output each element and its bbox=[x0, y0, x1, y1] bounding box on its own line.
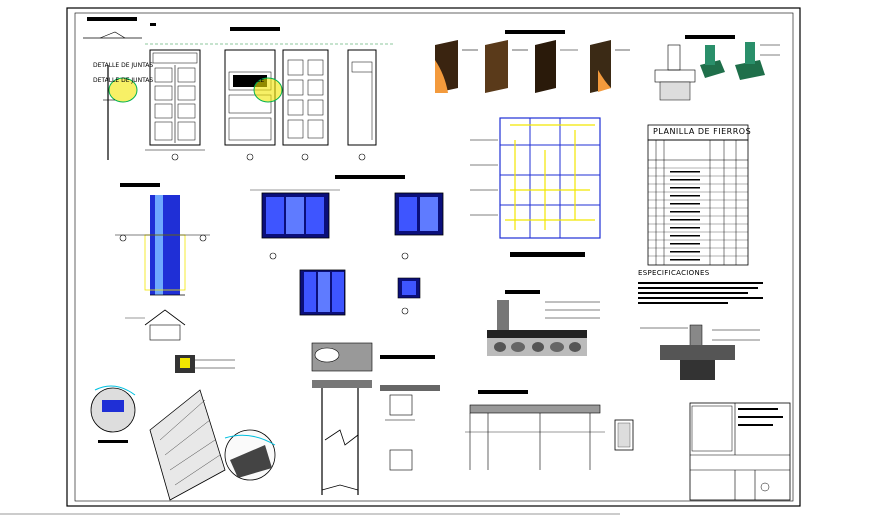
door-elevations-title bbox=[230, 27, 280, 31]
wall-footing-detail bbox=[640, 324, 760, 380]
wall-finish-samples bbox=[435, 30, 630, 93]
window-elevations bbox=[250, 175, 444, 316]
detalle-label: DETALLE bbox=[238, 77, 265, 84]
column-detail-blue bbox=[115, 183, 210, 296]
door-section-title-bar bbox=[87, 17, 137, 21]
structural-plan bbox=[470, 117, 601, 257]
door-elevations bbox=[83, 17, 395, 161]
wall-section bbox=[311, 342, 440, 495]
specifications-text-block bbox=[638, 282, 763, 304]
door-1 bbox=[149, 49, 201, 146]
beam-detail bbox=[465, 390, 634, 470]
door-3 bbox=[282, 49, 329, 146]
floor-layers-detail bbox=[487, 290, 600, 356]
sheet-border bbox=[66, 7, 801, 507]
detalle-de-juntas-label-1: DETALLE DE JUNTAS bbox=[93, 62, 154, 69]
rebar-schedule-table bbox=[647, 124, 749, 266]
footing-detail bbox=[654, 35, 780, 101]
especificaciones-title: ESPECIFICACIONES bbox=[638, 269, 710, 277]
door-4 bbox=[347, 49, 377, 146]
title-block bbox=[689, 402, 791, 501]
sheet-inner-border bbox=[74, 12, 794, 502]
detalle-de-juntas-label-2: DETALLE DE JUNTAS bbox=[93, 77, 154, 84]
roof-eave-detail bbox=[125, 309, 186, 341]
planilla-de-fierros-title: PLANILLA DE FIERROS bbox=[653, 127, 752, 136]
roof-tile-isometric bbox=[90, 355, 276, 501]
